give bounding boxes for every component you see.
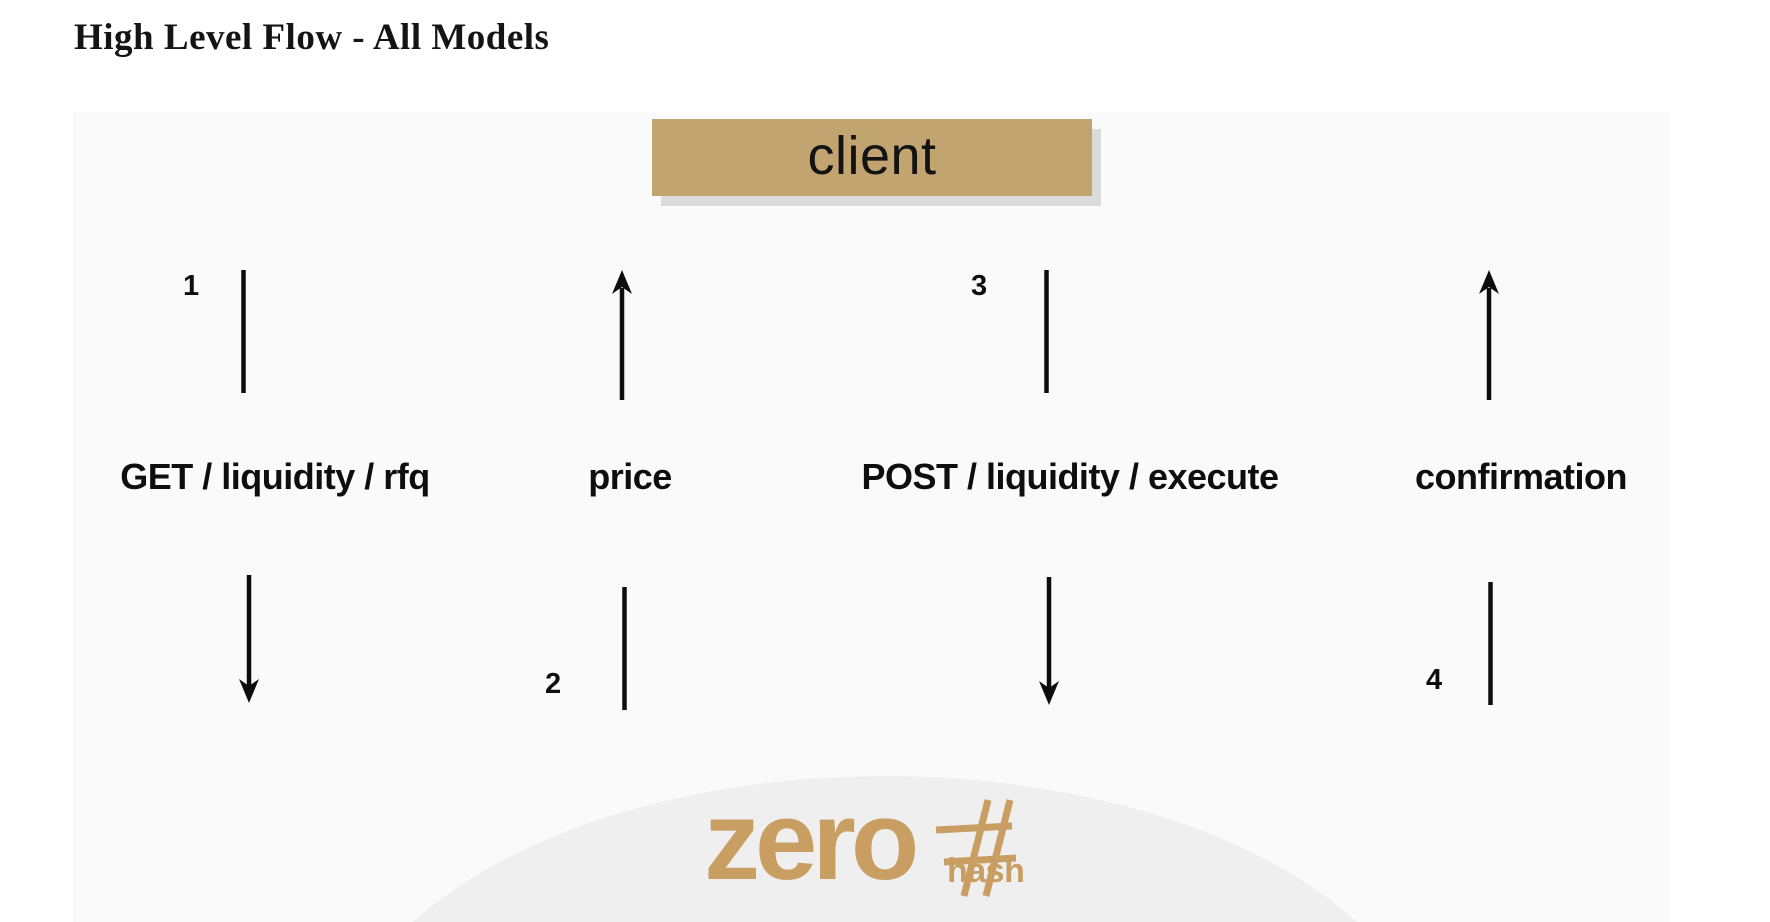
flow-label-confirmation: confirmation [1414,456,1628,497]
arrow-down-execute-to-zerohash [1039,577,1059,705]
step-number-1: 1 [183,270,200,302]
client-node-label: client [807,125,937,186]
logo-word: zero [704,778,919,903]
connector-line-price-return [622,587,627,710]
connector-line-confirmation-return [1488,582,1493,705]
arrow-down-rfq-to-zerohash [239,575,259,703]
step-number-2: 2 [545,668,562,700]
arrow-up-confirmation-to-client [1479,270,1499,400]
arrow-up-price-to-client [612,270,632,400]
step-number-4: 4 [1426,664,1443,696]
logo-subword: hash [947,852,1025,890]
flow-label-get-liquidity-rfq: GET / liquidity / rfq [120,456,430,497]
connector-line-client-to-execute [1044,270,1049,393]
zero-hash-logo: zero hash [700,778,1040,912]
client-node: client [652,119,1092,196]
page-title: High Level Flow - All Models [74,17,550,58]
flow-label-post-liquidity-execute: POST / liquidity / execute [861,456,1279,497]
flow-label-price: price [588,456,672,497]
step-number-3: 3 [971,270,988,302]
connector-line-client-to-rfq [241,270,246,393]
hash-icon [934,799,1017,902]
